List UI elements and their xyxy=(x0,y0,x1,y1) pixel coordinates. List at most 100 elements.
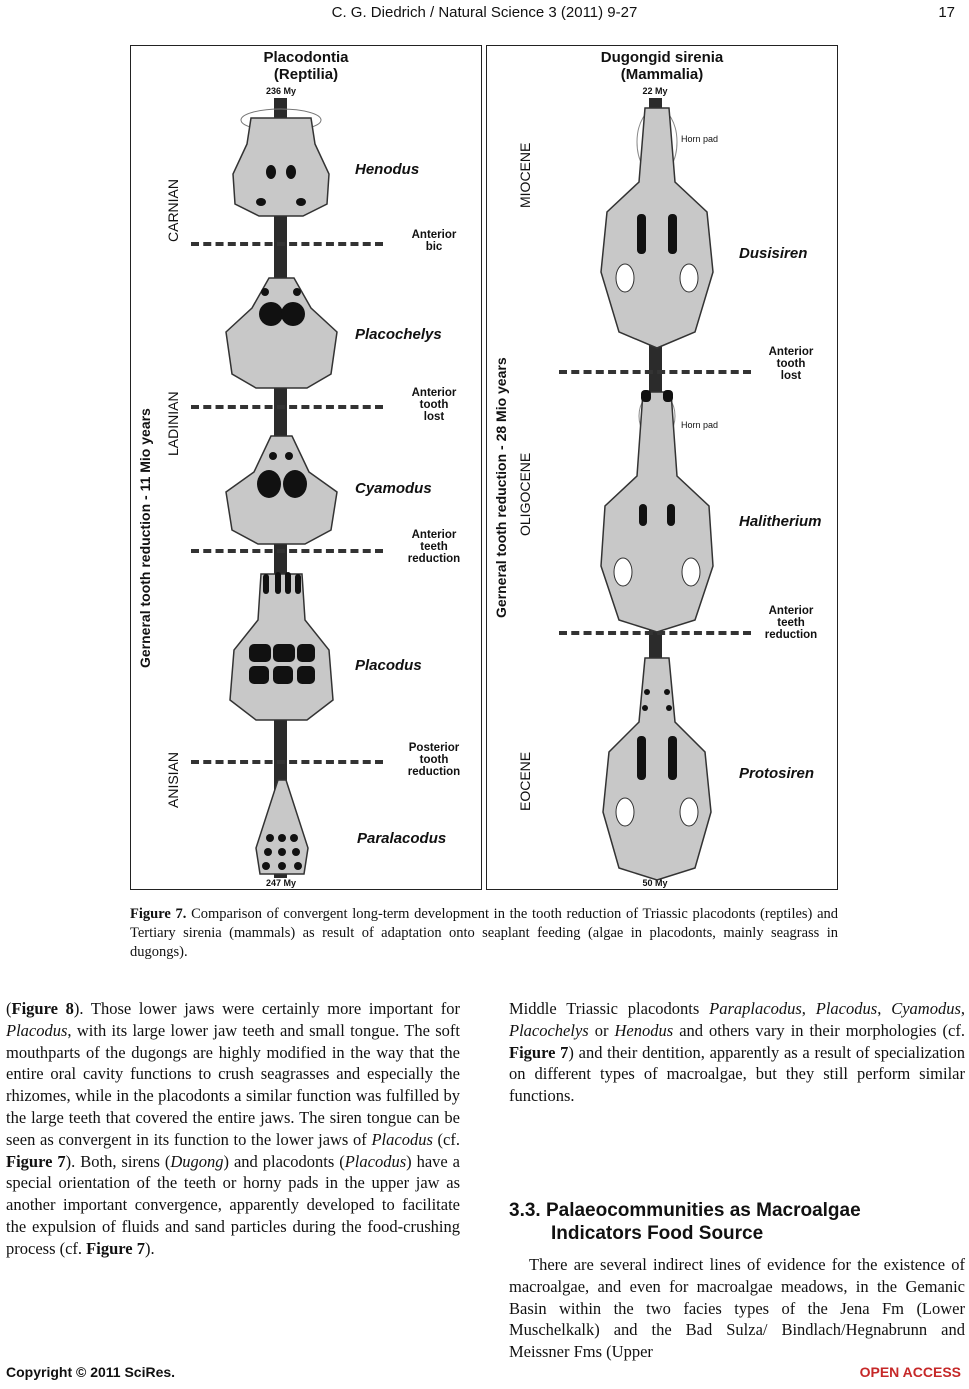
event-anterior-teeth-reduction: Anterior teeth reduction xyxy=(393,529,475,565)
right-paragraph-1: Middle Triassic placodonts Paraplacodus,… xyxy=(509,998,965,1107)
reduction-line-3 xyxy=(191,549,383,553)
event-line: tooth xyxy=(419,399,449,411)
event-anterior-tooth-lost: Anterior tooth lost xyxy=(749,346,833,382)
halitherium-skull-illustration xyxy=(600,390,714,633)
paragraph-text: There are several indirect lines of evid… xyxy=(509,1255,965,1362)
taxon-cyamodus: Cyamodus xyxy=(355,480,432,497)
reduction-line-2 xyxy=(191,405,383,409)
figure-reference[interactable]: Figure 7 xyxy=(509,1042,569,1062)
cyamodus-skull-illustration xyxy=(225,435,338,545)
event-line: Anterior xyxy=(768,605,814,617)
running-title: C. G. Diedrich / Natural Science 3 (2011… xyxy=(331,4,638,21)
event-line: Anterior xyxy=(411,229,457,241)
taxon-name: Placodus xyxy=(815,999,878,1018)
text-run: ). Those lower jaws were certainly more … xyxy=(73,999,460,1018)
taxon-paralacodus: Paralacodus xyxy=(357,830,447,847)
reduction-line-1 xyxy=(559,370,751,374)
taxon-protosiren: Protosiren xyxy=(739,765,815,782)
taxon-halitherium: Halitherium xyxy=(739,513,822,530)
age-top-label: 22 My xyxy=(642,86,668,96)
reduction-line-4 xyxy=(191,760,383,764)
event-line: Anterior xyxy=(411,529,457,541)
text-run: , xyxy=(801,999,816,1018)
event-line: tooth xyxy=(419,754,449,766)
text-run: ). xyxy=(145,1238,155,1258)
text-run: ) and their dentition, apparently as a r… xyxy=(509,1042,965,1106)
event-line: lost xyxy=(423,411,445,423)
henodus-skull-illustration xyxy=(232,108,330,217)
text-run: and others vary in their morphologies (c… xyxy=(673,1020,965,1040)
taxon-name: Paraplacodus xyxy=(709,999,802,1018)
stage-label-ladinian: LADINIAN xyxy=(165,391,181,456)
event-anterior-tooth-lost: Anterior tooth lost xyxy=(393,387,475,423)
open-access-badge: OPEN ACCESS xyxy=(859,1364,961,1380)
page-number: 17 xyxy=(938,4,955,21)
figure-panel-sirenia: Dugongid sirenia (Mammalia) 22 My 50 My … xyxy=(486,45,838,890)
taxon-name: Placodus xyxy=(371,1129,433,1149)
taxon-name: Dugong xyxy=(170,1151,224,1171)
event-line: teeth xyxy=(420,541,448,553)
event-line: reduction xyxy=(407,553,461,565)
caption-label: Figure 7. xyxy=(130,906,187,922)
text-run: , with its large lower jaw teeth and sma… xyxy=(6,1020,460,1149)
event-line: reduction xyxy=(407,766,461,778)
event-line: Anterior xyxy=(411,387,457,399)
figure-panel-placodontia: Placodontia (Reptilia) 236 My 247 My Ger… xyxy=(130,45,482,890)
text-run: ( xyxy=(6,999,12,1018)
text-run: or xyxy=(588,1020,615,1040)
horn-pad-label-1: Horn pad xyxy=(681,134,719,144)
taxon-name: Placodus xyxy=(6,1020,68,1040)
text-run: , xyxy=(960,999,965,1018)
stage-label-oligocene: OLIGOCENE xyxy=(517,452,533,536)
copyright-notice: Copyright © 2011 SciRes. xyxy=(6,1364,176,1380)
stage-label-eocene: EOCENE xyxy=(517,751,533,811)
section-heading-line2: Indicators Food Source xyxy=(551,1223,764,1244)
axis-label-sirenia: Gerneral tooth reduction - 28 Mio years xyxy=(493,357,509,618)
taxon-henodus: Henodus xyxy=(355,161,420,178)
panel-title-placodontia: Placodontia (Reptilia) xyxy=(131,49,481,83)
left-paragraph-1: (Figure 8). Those lower jaws were certai… xyxy=(6,998,460,1260)
taxon-placochelys: Placochelys xyxy=(355,326,442,343)
text-run: ) have a special orientation of the teet… xyxy=(6,1151,460,1258)
event-line: tooth xyxy=(776,358,806,370)
text-run: , xyxy=(877,999,892,1018)
event-line: Posterior xyxy=(408,742,460,754)
taxon-name: Cyamodus xyxy=(891,999,961,1018)
section-heading-line1: 3.3. Palaeocommunities as Macroalgae xyxy=(509,1200,861,1221)
panel-title-line2: (Reptilia) xyxy=(273,66,339,83)
axis-label-placodontia: Gerneral tooth reduction - 11 Mio years xyxy=(137,408,153,668)
stage-label-anisian: ANISIAN xyxy=(165,751,181,808)
taxon-name: Henodus xyxy=(614,1020,674,1040)
figure-reference[interactable]: Figure 8 xyxy=(11,999,74,1018)
age-bottom-label: 50 My xyxy=(642,878,668,888)
taxon-name: Placodus xyxy=(344,1151,407,1171)
dusisiren-skull-illustration xyxy=(600,107,714,349)
figure-reference[interactable]: Figure 7 xyxy=(6,1151,66,1171)
right-column-text: Middle Triassic placodonts Paraplacodus,… xyxy=(509,998,965,1107)
paralacodus-skull-illustration xyxy=(255,779,309,875)
event-line: reduction xyxy=(764,629,818,641)
panel-title-line2: (Mammalia) xyxy=(620,66,704,83)
event-line: bic xyxy=(425,241,443,253)
figure-reference[interactable]: Figure 7 xyxy=(86,1238,145,1258)
text-run: ). Both, sirens ( xyxy=(65,1151,171,1171)
horn-pad-label-2: Horn pad xyxy=(681,420,719,430)
caption-text: Comparison of convergent long-term devel… xyxy=(130,906,839,960)
reduction-line-2 xyxy=(559,631,751,635)
section-heading: 3.3. Palaeocommunities as Macroalgae Ind… xyxy=(509,1199,965,1245)
age-top-label: 236 My xyxy=(265,86,297,96)
panel-title-line1: Placodontia xyxy=(263,49,349,66)
right-paragraph-2: There are several indirect lines of evid… xyxy=(509,1254,965,1363)
taxon-placodus: Placodus xyxy=(355,657,422,674)
taxon-dusisiren: Dusisiren xyxy=(739,245,808,262)
left-column-text: (Figure 8). Those lower jaws were certai… xyxy=(6,998,460,1260)
event-line: Anterior xyxy=(768,346,814,358)
event-line: teeth xyxy=(777,617,805,629)
placochelys-skull-illustration xyxy=(225,277,338,389)
event-line: lost xyxy=(780,370,802,382)
event-anterior-bic: Anterior bic xyxy=(393,229,475,253)
panel-title-line1: Dugongid sirenia xyxy=(600,49,724,66)
protosiren-skull-illustration xyxy=(602,657,712,881)
stage-label-miocene: MIOCENE xyxy=(517,142,533,208)
panel-title-sirenia: Dugongid sirenia (Mammalia) xyxy=(487,49,837,83)
